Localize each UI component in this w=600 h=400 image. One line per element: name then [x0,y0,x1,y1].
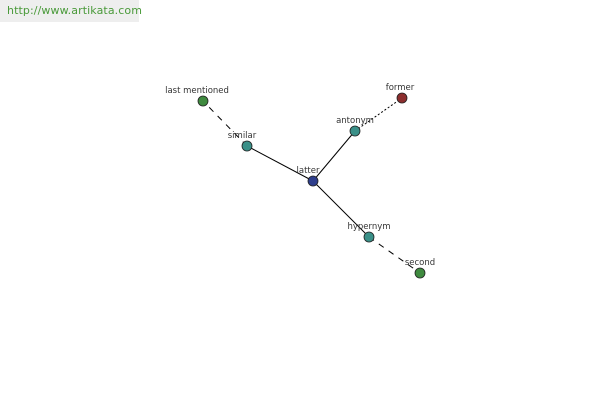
node-former[interactable]: former [386,83,415,104]
node-marker-last-mentioned[interactable] [197,95,209,107]
node-marker-latter[interactable] [307,175,319,187]
edge-antonym-former [354,97,403,132]
edge-hypernym-second [368,236,421,274]
node-second[interactable]: second [405,258,435,279]
node-marker-similar[interactable] [241,140,253,152]
node-latter[interactable]: latter [297,166,320,187]
edge-similar-last-mentioned [202,100,248,147]
node-similar[interactable]: similar [228,131,257,152]
edges-layer [202,97,421,274]
node-last-mentioned[interactable]: last mentioned [165,86,229,107]
nodes-layer: latter similar antonym hypernym last mention… [165,83,435,279]
node-hypernym[interactable]: hypernym [347,222,391,243]
node-label-former: former [386,83,415,93]
node-label-second: second [405,258,435,268]
node-marker-second[interactable] [414,267,426,279]
node-marker-former[interactable] [396,92,408,104]
node-antonym[interactable]: antonym [336,116,374,137]
node-label-similar: similar [228,131,257,141]
edge-latter-similar [246,145,314,182]
edge-latter-antonym [312,130,356,182]
node-label-latter: latter [297,166,320,176]
node-label-last-mentioned: last mentioned [165,86,229,96]
edge-latter-hypernym [312,180,370,238]
node-label-hypernym: hypernym [347,222,390,232]
node-marker-antonym[interactable] [349,125,361,137]
site-url-banner[interactable]: http://www.artikata.com [0,0,142,22]
node-label-antonym: antonym [336,116,374,126]
node-marker-hypernym[interactable] [363,231,375,243]
